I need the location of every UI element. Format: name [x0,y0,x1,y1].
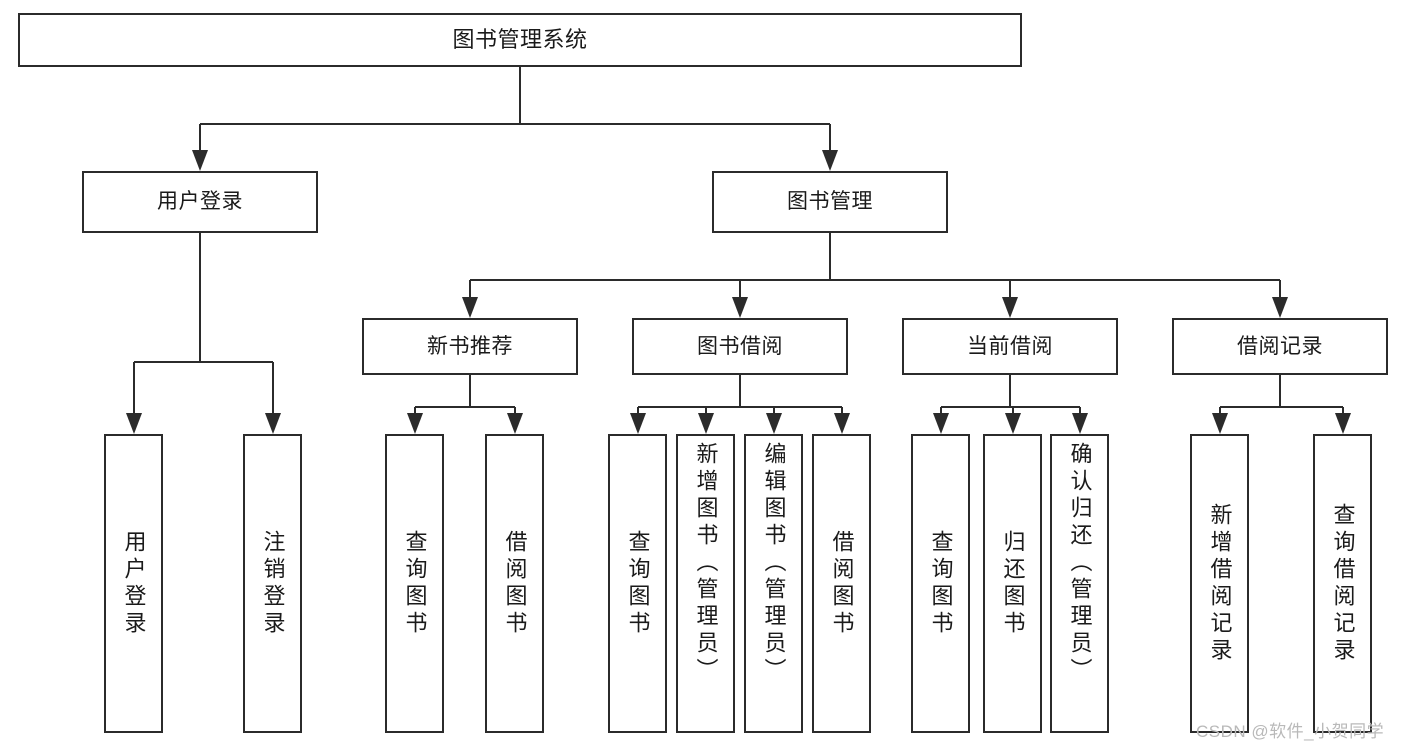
node-new-book-rec[interactable]: 新书推荐 [362,318,578,375]
node-leaf-user-login[interactable]: 用户登录 [104,434,163,733]
node-label: 归还图书 [1000,529,1026,638]
node-label: 用户登录 [157,190,243,214]
arrow-head-icon [766,413,782,434]
node-label: 新增借阅记录 [1207,502,1233,665]
arrow-head-icon [265,413,281,434]
watermark-label: CSDN @软件_小贺同学 [1196,722,1385,741]
node-label: 借阅图书 [829,529,855,638]
node-book-manage[interactable]: 图书管理 [712,171,948,233]
node-leaf-query-book-3[interactable]: 查询图书 [911,434,970,733]
node-leaf-query-record[interactable]: 查询借阅记录 [1313,434,1372,733]
node-label: 当前借阅 [967,334,1053,358]
node-leaf-confirm-return[interactable]: 确认归还（管理员） [1050,434,1109,733]
node-label: 借阅记录 [1237,334,1323,358]
node-label: 新增图书（管理员） [693,442,719,685]
node-leaf-logout[interactable]: 注销登录 [243,434,302,733]
node-leaf-query-book-1[interactable]: 查询图书 [385,434,444,733]
node-leaf-query-book-2[interactable]: 查询图书 [608,434,667,733]
arrow-head-icon [698,413,714,434]
node-borrow-record[interactable]: 借阅记录 [1172,318,1388,375]
arrow-head-icon [1072,413,1088,434]
node-leaf-return-book[interactable]: 归还图书 [983,434,1042,733]
arrow-head-icon [462,297,478,318]
arrow-head-icon [630,413,646,434]
arrow-head-icon [407,413,423,434]
node-user-login[interactable]: 用户登录 [82,171,318,233]
node-leaf-add-book[interactable]: 新增图书（管理员） [676,434,735,733]
arrow-head-icon [933,413,949,434]
arrow-head-icon [822,150,838,171]
node-label: 查询借阅记录 [1330,502,1356,665]
node-label: 注销登录 [260,529,286,638]
arrow-head-icon [192,150,208,171]
node-leaf-borrow-book-1[interactable]: 借阅图书 [485,434,544,733]
node-label: 编辑图书（管理员） [761,442,787,685]
node-label: 借阅图书 [502,529,528,638]
node-leaf-borrow-book-2[interactable]: 借阅图书 [812,434,871,733]
node-label: 查询图书 [625,529,651,638]
node-current-borrow[interactable]: 当前借阅 [902,318,1118,375]
arrow-head-icon [1212,413,1228,434]
arrow-head-icon [1335,413,1351,434]
node-label: 查询图书 [928,529,954,638]
node-leaf-edit-book[interactable]: 编辑图书（管理员） [744,434,803,733]
node-leaf-add-record[interactable]: 新增借阅记录 [1190,434,1249,733]
arrow-head-icon [126,413,142,434]
node-root[interactable]: 图书管理系统 [18,13,1022,67]
node-label: 图书管理系统 [452,26,588,52]
arrow-head-icon [732,297,748,318]
node-label: 新书推荐 [427,334,513,358]
node-label: 确认归还（管理员） [1067,442,1093,685]
arrow-head-icon [507,413,523,434]
node-label: 图书管理 [787,190,873,214]
arrow-head-icon [1272,297,1288,318]
node-book-borrow[interactable]: 图书借阅 [632,318,848,375]
node-label: 用户登录 [121,529,147,638]
node-label: 图书借阅 [697,334,783,358]
arrow-head-icon [834,413,850,434]
arrow-head-icon [1002,297,1018,318]
node-label: 查询图书 [402,529,428,638]
arrow-head-icon [1005,413,1021,434]
